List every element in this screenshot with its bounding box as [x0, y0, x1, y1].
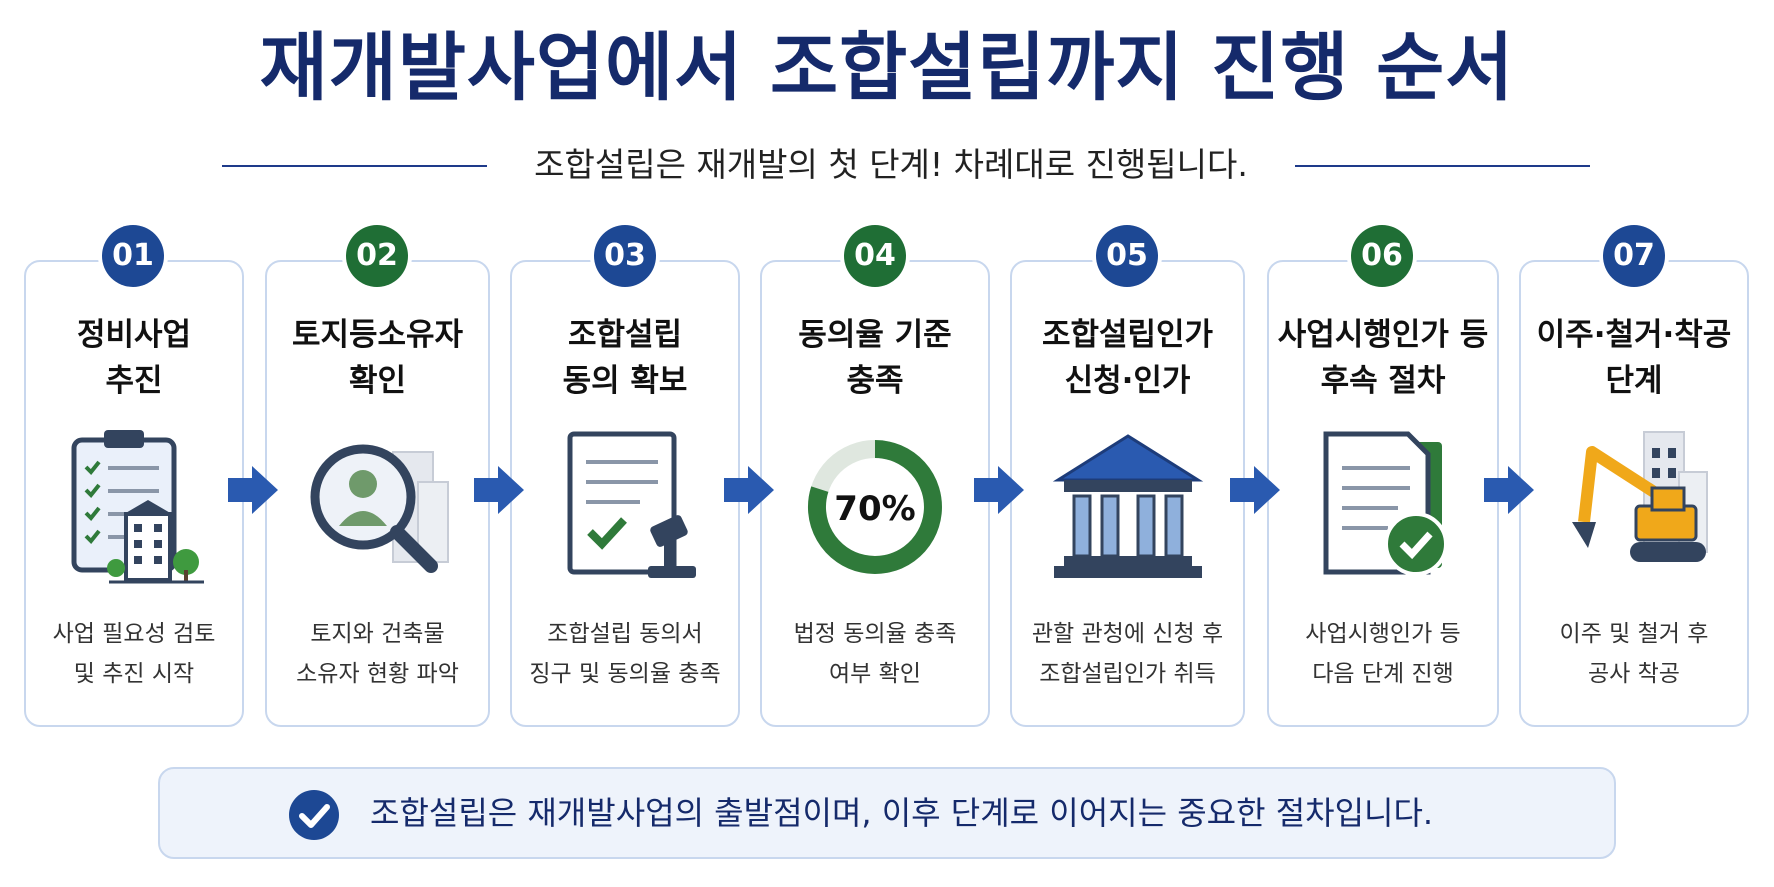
- step-title: 사업시행인가 등 후속 절차: [1277, 317, 1489, 399]
- percent-gauge-icon: 70%: [762, 422, 988, 592]
- check-circle-icon: [289, 790, 339, 840]
- arrow-right-icon: [974, 466, 1024, 514]
- step-title: 정비사업 추진: [76, 317, 192, 399]
- step-description: 토지와 건축물 소유자 현황 파악: [296, 621, 459, 687]
- document-approved-icon: [1269, 422, 1497, 592]
- step-card-02: 토지등소유자 확인 토지와 건축물 소유자 현황 파악: [265, 260, 490, 727]
- step-description: 사업시행인가 등 다음 단계 진행: [1305, 621, 1461, 687]
- step-description: 법정 동의율 충족 여부 확인: [793, 621, 957, 687]
- step-number-badge-04: 04: [844, 225, 906, 287]
- clipboard-checklist-icon: [26, 422, 242, 592]
- step-number-badge-06: 06: [1351, 225, 1413, 287]
- arrow-right-icon: [474, 466, 524, 514]
- step-number-badge-07: 07: [1603, 225, 1665, 287]
- arrow-right-icon: [724, 466, 774, 514]
- magnifier-person-icon: [267, 422, 488, 592]
- step-description: 이주 및 철거 후 공사 착공: [1559, 621, 1709, 687]
- arrow-right-icon: [1484, 466, 1534, 514]
- gauge-value: 70%: [834, 489, 915, 529]
- step-card-04: 동의율 기준 충족 70% 법정 동의율 충족 여부 확인: [760, 260, 990, 727]
- document-gavel-icon: [512, 422, 738, 592]
- step-number-badge-03: 03: [594, 225, 656, 287]
- step-description: 조합설립 동의서 징구 및 동의율 충족: [529, 621, 721, 687]
- step-number-badge-01: 01: [102, 225, 164, 287]
- step-card-05: 조합설립인가 신청·인가 관할 관청에 신청 후 조합설립인가 취득: [1010, 260, 1245, 727]
- subtitle-divider-left: [222, 165, 487, 167]
- step-card-07: 이주·철거·착공 단계 이주 및 철거 후 공사 착공: [1519, 260, 1749, 727]
- step-card-03: 조합설립 동의 확보 조합설립 동의서 징구 및 동의율 충족: [510, 260, 740, 727]
- step-title: 동의율 기준 충족: [798, 317, 952, 399]
- step-title: 조합설립인가 신청·인가: [1041, 317, 1214, 399]
- step-card-01: 정비사업 추진 사업 필요성 검토 및 추진 시작: [24, 260, 244, 727]
- step-title: 토지등소유자 확인: [291, 317, 464, 399]
- government-building-icon: [1012, 422, 1243, 592]
- step-title: 조합설립 동의 확보: [562, 317, 688, 399]
- arrow-right-icon: [228, 466, 278, 514]
- excavator-icon: [1521, 422, 1747, 592]
- subtitle-row: 조합설립은 재개발의 첫 단계! 차례대로 진행됩니다.: [0, 140, 1774, 190]
- step-number-badge-02: 02: [346, 225, 408, 287]
- page-title: 재개발사업에서 조합설립까지 진행 순서: [259, 25, 1515, 111]
- step-description: 관할 관청에 신청 후 조합설립인가 취득: [1031, 621, 1224, 687]
- subtitle-divider-right: [1295, 165, 1590, 167]
- step-title: 이주·철거·착공 단계: [1536, 317, 1732, 399]
- step-description: 사업 필요성 검토 및 추진 시작: [52, 621, 216, 687]
- step-card-06: 사업시행인가 등 후속 절차 사업시행인가 등 다음 단계 진행: [1267, 260, 1499, 727]
- arrow-right-icon: [1230, 466, 1280, 514]
- step-number-badge-05: 05: [1096, 225, 1158, 287]
- summary-banner: 조합설립은 재개발사업의 출발점이며, 이후 단계로 이어지는 중요한 절차입니…: [158, 767, 1616, 859]
- subtitle: 조합설립은 재개발의 첫 단계! 차례대로 진행됩니다.: [534, 145, 1248, 184]
- summary-text: 조합설립은 재개발사업의 출발점이며, 이후 단계로 이어지는 중요한 절차입니…: [370, 794, 1434, 832]
